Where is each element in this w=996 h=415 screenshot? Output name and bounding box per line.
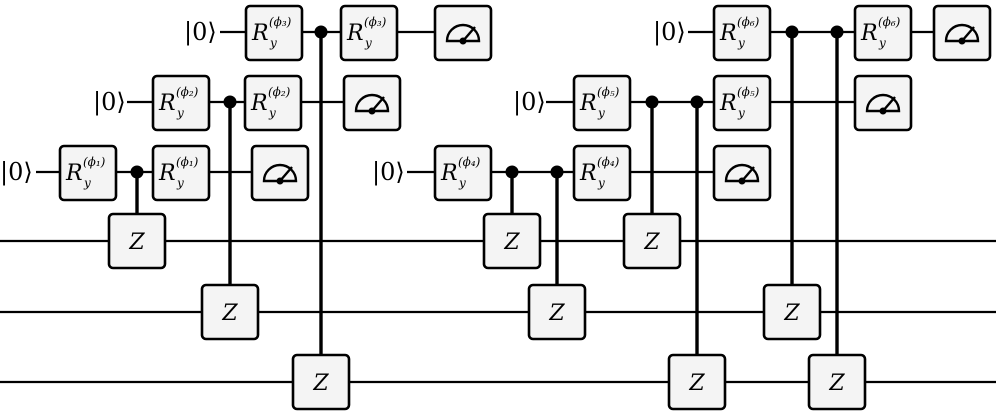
measurement-meter-icon bbox=[433, 4, 493, 62]
ry-angle: (ϕ₆) bbox=[737, 15, 760, 29]
ry-angle: (ϕ₄) bbox=[458, 155, 481, 169]
control-dot-icon bbox=[130, 165, 144, 179]
measurement-meter-icon bbox=[342, 74, 402, 132]
ry-base: R bbox=[251, 21, 269, 46]
ry-gate-phi2-a: R (ϕ₂) y bbox=[151, 74, 211, 132]
ry-gate-phi1-a: R (ϕ₁) y bbox=[58, 144, 118, 202]
ry-angle: (ϕ₂) bbox=[176, 85, 199, 99]
ket-label: |0⟩ bbox=[93, 88, 126, 117]
svg-text:Z: Z bbox=[128, 230, 145, 255]
svg-text:Z: Z bbox=[688, 371, 705, 396]
control-dot-icon bbox=[314, 25, 328, 39]
z-gate: Z bbox=[482, 212, 542, 270]
ry-sub: y bbox=[83, 176, 91, 190]
ry-sub: y bbox=[269, 36, 277, 50]
measurement-meter-icon bbox=[712, 144, 772, 202]
ry-gate-phi5-b: R (ϕ₅) y bbox=[712, 74, 772, 132]
z-gate: Z bbox=[527, 283, 587, 341]
ry-base: R bbox=[719, 21, 737, 46]
svg-text:Z: Z bbox=[503, 230, 520, 255]
ry-base: R bbox=[158, 161, 176, 186]
ry-sub: y bbox=[737, 36, 745, 50]
control-dot-icon bbox=[505, 165, 519, 179]
ry-sub: y bbox=[176, 106, 184, 120]
ry-gate-phi3-b: R (ϕ₃) y bbox=[339, 4, 399, 62]
control-dots bbox=[130, 25, 844, 179]
ry-sub: y bbox=[458, 176, 466, 190]
ry-sub: y bbox=[176, 176, 184, 190]
ry-base: R bbox=[719, 91, 737, 116]
svg-text:Z: Z bbox=[783, 301, 800, 326]
ry-sub: y bbox=[597, 106, 605, 120]
control-dot-icon bbox=[550, 165, 564, 179]
ry-base: R bbox=[346, 21, 364, 46]
svg-text:Z: Z bbox=[643, 230, 660, 255]
z-gate: Z bbox=[291, 353, 351, 411]
ry-sub: y bbox=[268, 106, 276, 120]
z-gate: Z bbox=[807, 353, 867, 411]
z-gate: Z bbox=[667, 353, 727, 411]
ket-label: |0⟩ bbox=[184, 18, 217, 47]
svg-text:Z: Z bbox=[312, 371, 329, 396]
ry-base: R bbox=[250, 91, 268, 116]
z-gate: Z bbox=[762, 283, 822, 341]
ry-sub: y bbox=[878, 36, 886, 50]
svg-text:Z: Z bbox=[548, 301, 565, 326]
ry-angle: (ϕ₁) bbox=[176, 155, 199, 169]
svg-text:Z: Z bbox=[828, 371, 845, 396]
ry-gate-phi4-a: R (ϕ₄) y bbox=[433, 144, 493, 202]
control-dot-icon bbox=[690, 95, 704, 109]
z-gate: Z bbox=[107, 212, 167, 270]
ry-gate-phi1-b: R (ϕ₁) y bbox=[151, 144, 211, 202]
ry-gate-phi3-a: R (ϕ₃) y bbox=[244, 4, 304, 62]
measurement-meter-icon bbox=[853, 74, 913, 132]
ry-base: R bbox=[440, 161, 458, 186]
ry-angle: (ϕ₄) bbox=[597, 155, 620, 169]
ry-angle: (ϕ₂) bbox=[268, 85, 291, 99]
ket-label: |0⟩ bbox=[513, 88, 546, 117]
control-dot-icon bbox=[785, 25, 799, 39]
ry-gate-phi5-a: R (ϕ₅) y bbox=[572, 74, 632, 132]
control-dot-icon bbox=[830, 25, 844, 39]
ry-sub: y bbox=[737, 106, 745, 120]
ry-gate-phi2-b: R (ϕ₂) y bbox=[243, 74, 303, 132]
ry-base: R bbox=[860, 21, 878, 46]
ry-angle: (ϕ₅) bbox=[597, 85, 620, 99]
ry-gate-phi4-b: R (ϕ₄) y bbox=[572, 144, 632, 202]
ry-sub: y bbox=[364, 36, 372, 50]
ry-sub: y bbox=[597, 176, 605, 190]
ry-angle: (ϕ₆) bbox=[878, 15, 901, 29]
ry-angle: (ϕ₁) bbox=[83, 155, 106, 169]
z-gate: Z bbox=[200, 283, 260, 341]
ry-base: R bbox=[579, 161, 597, 186]
ry-base: R bbox=[65, 161, 83, 186]
ket-label: |0⟩ bbox=[372, 158, 405, 187]
ket-label: |0⟩ bbox=[0, 158, 33, 187]
measurement-meter-icon bbox=[250, 144, 310, 202]
ry-base: R bbox=[158, 91, 176, 116]
ket-label: |0⟩ bbox=[653, 18, 686, 47]
control-dot-icon bbox=[645, 95, 659, 109]
z-gate: Z bbox=[622, 212, 682, 270]
ry-base: R bbox=[579, 91, 597, 116]
svg-text:Z: Z bbox=[221, 301, 238, 326]
ry-angle: (ϕ₅) bbox=[737, 85, 760, 99]
control-dot-icon bbox=[223, 95, 237, 109]
ry-gate-phi6-a: R (ϕ₆) y bbox=[712, 4, 772, 62]
ry-angle: (ϕ₃) bbox=[364, 15, 387, 29]
ry-gate-phi6-b: R (ϕ₆) y bbox=[853, 4, 913, 62]
measurement-meter-icon bbox=[932, 4, 992, 62]
ry-angle: (ϕ₃) bbox=[269, 15, 292, 29]
